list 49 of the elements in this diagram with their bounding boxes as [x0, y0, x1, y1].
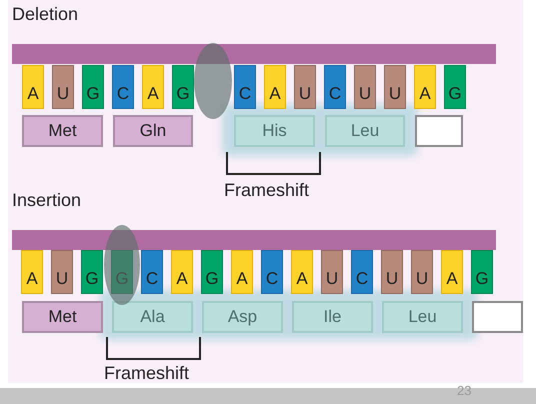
- nucleotide-block: A: [291, 250, 313, 294]
- nucleotide-block: G: [172, 65, 194, 109]
- empty-box: [472, 301, 523, 333]
- nucleotide-block: U: [381, 250, 403, 294]
- nucleotide-block: U: [294, 65, 316, 109]
- nucleotide-block: C: [351, 250, 373, 294]
- nucleotide-block: C: [234, 65, 256, 109]
- mutation-site-marker: [194, 43, 232, 119]
- nucleotide-block: A: [22, 65, 44, 109]
- empty-box: [415, 115, 463, 147]
- nucleotide-block: G: [82, 65, 104, 109]
- nucleotide-block: U: [52, 65, 74, 109]
- page-number: 23: [457, 384, 472, 398]
- nucleotide-block: A: [231, 250, 253, 294]
- amino-acid-box: Met: [22, 115, 103, 147]
- nucleotide-block: A: [142, 65, 164, 109]
- nucleotide-block: U: [354, 65, 376, 109]
- amino-acid-box: Leu: [325, 115, 405, 147]
- nucleotide-block: A: [21, 250, 43, 294]
- nucleotide-block: G: [444, 65, 466, 109]
- nucleotide-block: G: [81, 250, 103, 294]
- nucleotide-block: C: [141, 250, 163, 294]
- nucleotide-block: A: [264, 65, 286, 109]
- amino-acid-box: Ala: [112, 301, 193, 333]
- nucleotide-block: U: [384, 65, 406, 109]
- nucleotide-block: C: [324, 65, 346, 109]
- amino-acid-box: Met: [22, 301, 103, 333]
- frameshift-label: Frameshift: [104, 364, 190, 384]
- nucleotide-block: G: [471, 250, 493, 294]
- nucleotide-block: A: [171, 250, 193, 294]
- nucleotide-block: U: [321, 250, 343, 294]
- nucleotide-block: U: [51, 250, 73, 294]
- amino-acid-box: Asp: [202, 301, 283, 333]
- nucleotide-block: C: [112, 65, 134, 109]
- amino-acid-box: Ile: [292, 301, 373, 333]
- amino-acid-box: Leu: [382, 301, 463, 333]
- mrna-backbone: [12, 230, 496, 250]
- nucleotide-block: G: [201, 250, 223, 294]
- mutation-site-marker: [104, 225, 140, 305]
- nucleotide-block: A: [441, 250, 463, 294]
- nucleotide-block: U: [411, 250, 433, 294]
- mrna-backbone: [12, 44, 496, 64]
- nucleotide-block: C: [261, 250, 283, 294]
- section-heading: Insertion: [12, 191, 82, 211]
- section-heading: Deletion: [12, 5, 78, 25]
- amino-acid-box: His: [234, 115, 315, 147]
- frameshift-label: Frameshift: [224, 181, 310, 201]
- nucleotide-block: A: [414, 65, 436, 109]
- amino-acid-box: Gln: [113, 115, 193, 147]
